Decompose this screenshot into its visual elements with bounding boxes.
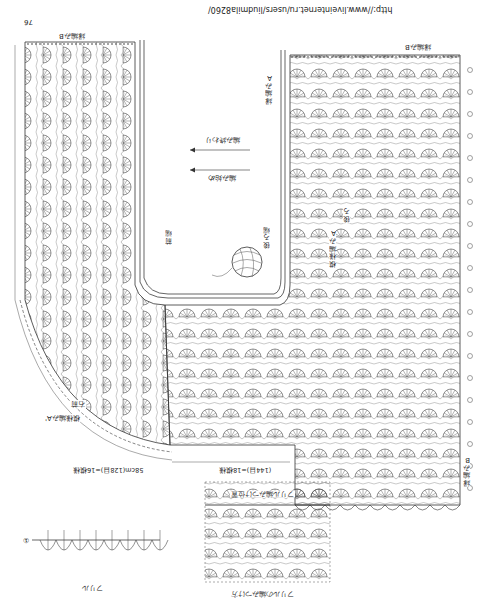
chart-label: 縁編みB: [404, 43, 432, 51]
chart-label: (144目)=18模様: [218, 466, 272, 473]
watermark: http://www.liveinternet.ru/users/liudmil…: [207, 5, 393, 14]
frill-chart: [32, 530, 168, 550]
chart-label: 模様編みA: [329, 228, 336, 268]
chart-label: 後ろ: [343, 206, 350, 223]
yarn-ball: [212, 247, 262, 277]
chart-label: 58cm(128目)=16模様: [72, 466, 144, 473]
chart-label: 縁編みB: [58, 32, 86, 40]
chart-label: ①: [22, 536, 30, 544]
chart-label: フリルの編みつけ方: [230, 590, 295, 598]
hem-scallops: [15, 45, 473, 510]
chart-label: 後ろ端: [263, 224, 270, 249]
chart-label: 76: [23, 18, 34, 26]
frill-attach-chart: [205, 482, 330, 582]
chart-label: フリル編みつけ位置: [230, 490, 295, 497]
chart-label: 縁編みA: [265, 72, 272, 105]
neck-edging: [27, 40, 457, 298]
chart-label: 縁編みB: [463, 454, 470, 487]
back-chart: [165, 55, 460, 505]
left-front-chart: [25, 42, 170, 445]
chart-label: フリル: [81, 584, 104, 592]
chart-label: 右前: [70, 400, 86, 408]
chart-label: 模様編みA': [44, 414, 81, 422]
chart-label: 前端: [165, 228, 172, 245]
chart-label: 編み終わり: [204, 136, 241, 143]
chart-label: 編み始め: [207, 174, 237, 181]
